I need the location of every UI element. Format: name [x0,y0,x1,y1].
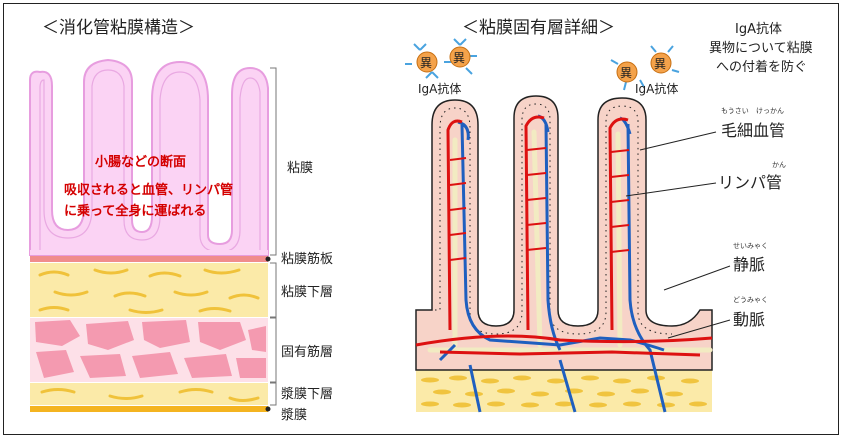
capillary-ruby-b: けっかん [756,107,784,115]
iga-note-line-2: 異物について粘膜 [709,41,813,56]
muscularis-propria-band [30,318,268,382]
leader-lines [625,131,731,339]
foreign-body-3: 異 [620,66,632,80]
submucosa-band [30,263,268,317]
detail-submucosa [416,370,712,412]
vein-ruby: せいみゃく [733,242,768,250]
layer-muscularis-mucosae: 粘膜筋板 [281,251,333,267]
foreign-body-2: 異 [453,51,465,65]
iga-label-1: IgA抗体 [418,81,461,96]
figure-frame [3,3,839,435]
artery-ruby: どうみゃく [733,296,768,304]
foreign-body-4: 異 [654,57,666,71]
subserosa-band [30,383,268,405]
iga-note-line-1: IgA抗体 [735,22,782,37]
serosa-band [30,406,268,412]
iga-foreign-group-2: 異 異 [610,45,680,91]
left-title: ＜消化管粘膜構造＞ [42,18,195,38]
layer-brackets [270,67,277,406]
capillaries [449,147,630,261]
right-title: ＜粘膜固有層詳細＞ [462,18,615,38]
arteries [415,115,713,357]
layer-muscularis-propria: 固有筋層 [281,344,333,360]
iga-label-2: IgA抗体 [635,81,678,96]
note-line-1: 小腸などの断面 [95,154,186,170]
layer-serosa: 漿膜 [281,408,307,423]
lymphatic-ruby: かん [772,161,786,169]
layer-submucosa: 粘膜下層 [281,285,333,300]
note-line-3: に乗って全身に運ばれる [64,203,206,219]
vein-label: 静脈 [733,255,765,274]
layer-mucosa: 粘膜 [287,161,313,176]
muscularis-mucosae-dot [265,256,271,262]
artery-label: 動脈 [733,310,765,329]
layer-subserosa: 漿膜下層 [281,387,333,402]
foreign-body-1: 異 [420,56,432,70]
mucosa-villi [29,58,269,256]
note-line-2: 吸収されると血管、リンパ管 [64,182,233,198]
capillary-label: 毛細血管 [721,121,785,140]
iga-note-line-3: への付着を防ぐ [716,59,807,75]
lymphatic-label: リンパ管 [718,173,782,192]
serosa-dot [265,406,271,412]
capillary-ruby-a: もうさい [721,107,749,115]
detail-villi [415,95,713,371]
muscularis-mucosae-band [30,256,268,262]
iga-foreign-group-1: 異 異 [405,38,477,79]
lymphatic-vessels [427,129,713,353]
